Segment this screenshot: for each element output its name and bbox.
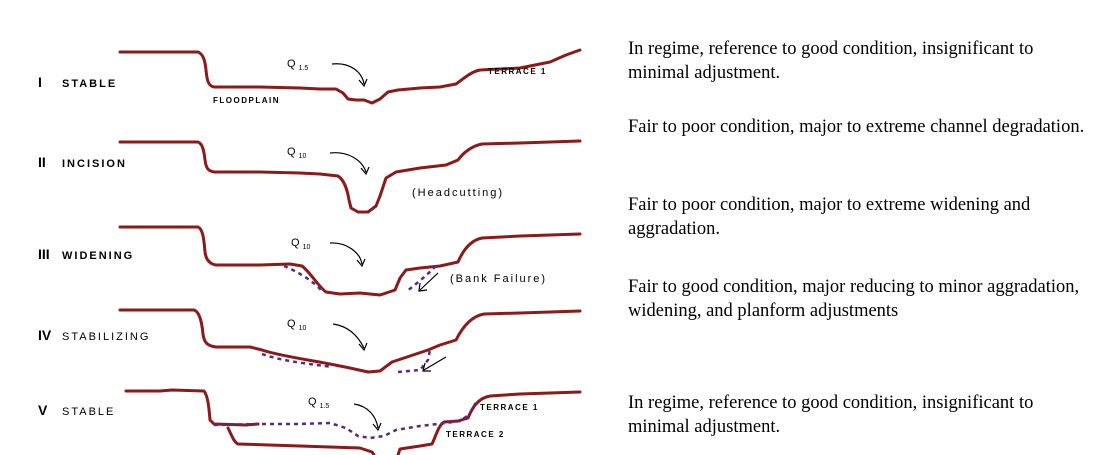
stage-4-failure-arrow (423, 356, 447, 371)
stage-2-description: Fair to poor condition, major to extreme… (628, 117, 1085, 137)
stage-2-flow-arrow (329, 152, 367, 173)
stage-3-annotation: (Bank Failure) (450, 273, 547, 285)
stage-3-failure-arrow (419, 272, 439, 291)
stage-3-channel-profile (118, 225, 582, 297)
stage-5-flow-arrowhead (372, 422, 382, 432)
stage-1-description: In regime, reference to good condition, … (628, 39, 1034, 83)
stage-5-label-terrace-1: TERRACE 1 (480, 403, 539, 412)
stage-5-flow-arrow (353, 403, 379, 429)
stage-1-label-terrace-1: TERRACE 1 (488, 67, 547, 76)
stage-4-name: STABILIZING (62, 331, 150, 343)
stage-3-failure-arrowhead (418, 282, 428, 292)
stage-1-channel-profile (118, 48, 582, 105)
stage-5-channel-profile-lower (226, 426, 376, 455)
stage-3-roman: III (38, 246, 50, 262)
stage-5-new-floodplain (213, 401, 478, 440)
stage-3-name: WIDENING (62, 250, 134, 262)
stage-2-roman: II (38, 154, 46, 170)
stage-5-description: In regime, reference to good condition, … (628, 393, 1034, 437)
stage-4-description: Fair to good condition, major reducing t… (628, 277, 1080, 321)
stage-4-flow-arrow (332, 323, 365, 349)
stage-1-flow-arrow (331, 63, 365, 85)
stage-4-channel-profile (118, 308, 582, 374)
stage-5-channel-profile-right (396, 390, 582, 455)
stage-3-flow-arrow (329, 242, 363, 265)
stage-5-label-terrace-2: TERRACE 2 (446, 430, 505, 439)
stage-1-name: STABLE (62, 78, 117, 90)
stage-2-annotation: (Headcutting) (412, 187, 504, 199)
stage-3-failure-right (405, 265, 437, 293)
stage-5-channel-profile-upper (124, 388, 260, 427)
stage-2-name: INCISION (62, 158, 127, 170)
stage-3-description: Fair to poor condition, major to extreme… (628, 195, 1031, 239)
stage-2-channel-profile (118, 139, 582, 214)
stage-2-flow-arrowhead (360, 166, 370, 176)
stage-4-flow-arrowhead (358, 342, 368, 352)
stage-5-name: STABLE (62, 406, 115, 418)
stage-1-roman: I (38, 74, 42, 90)
stage-5-roman: V (38, 402, 48, 418)
stage-1-label-floodplain: FLOODPLAIN (213, 96, 280, 105)
stage-4-failure-arrowhead (422, 362, 431, 372)
stage-3-flow-arrowhead (356, 258, 366, 268)
stage-4-failure-right (397, 349, 432, 374)
stage-1-flow-arrowhead (358, 78, 368, 88)
stage-4-failure-left (261, 352, 333, 369)
stage-3-failure-left (283, 264, 323, 292)
stage-4-roman: IV (38, 327, 52, 343)
